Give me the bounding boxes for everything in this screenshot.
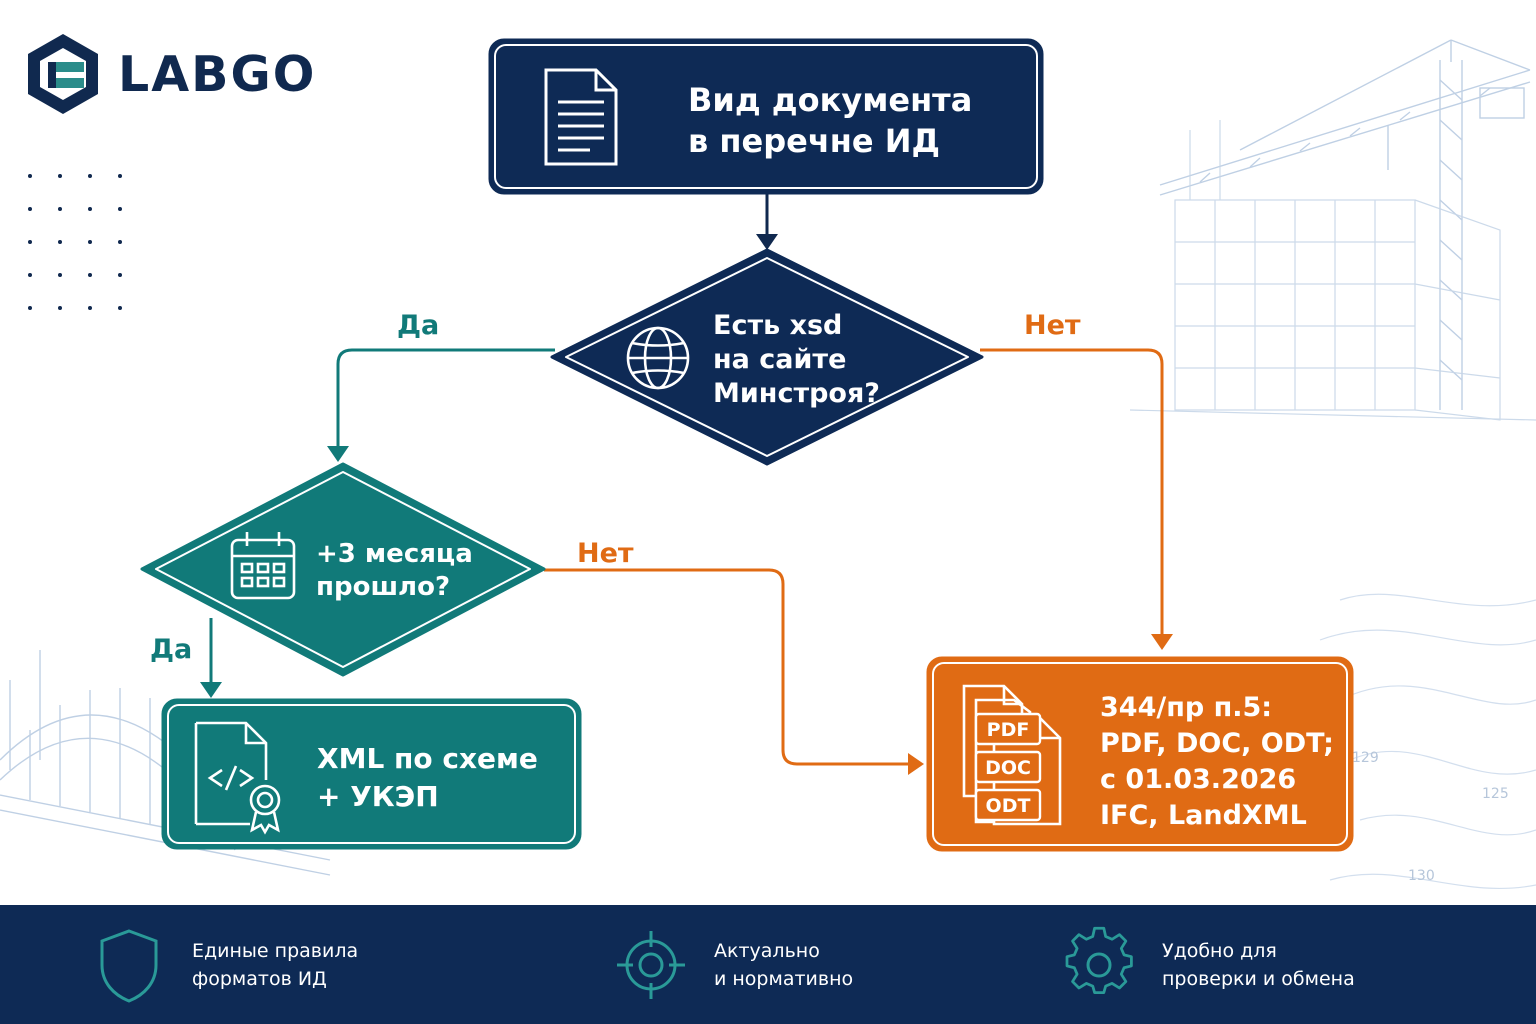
feature-convenient-exchange: Удобно для проверки и обмена xyxy=(1064,905,1402,1024)
construction-crane-sketch xyxy=(1159,39,1531,410)
file-tag-doc: DOC xyxy=(974,750,1042,784)
gear-icon xyxy=(1065,926,1133,994)
target-icon xyxy=(617,930,685,999)
xml-line2: + УКЭП xyxy=(317,780,439,813)
start-line2: в перечне ИД xyxy=(688,122,940,160)
feature-3-line2: проверки и обмена xyxy=(1162,967,1355,990)
feature-convenient-exchange-label: Удобно для проверки и обмена xyxy=(1162,937,1402,993)
edge-label-xsd-no: Нет xyxy=(1024,310,1081,341)
edge-label-months-yes: Да xyxy=(150,634,192,665)
file-tag-odt: ODT xyxy=(974,788,1042,822)
bg-number-2: 125 xyxy=(1482,786,1509,802)
formats-line4: IFC, LandXML xyxy=(1100,800,1307,831)
globe-icon xyxy=(626,326,690,390)
bg-number-1: 129 xyxy=(1352,750,1379,766)
months-line1: +3 месяца xyxy=(316,539,473,569)
feature-3-line1: Удобно для xyxy=(1162,939,1277,962)
edge-xsd-no xyxy=(980,348,1173,650)
building-scaffold-sketch xyxy=(1129,120,1536,421)
feature-1-line2: форматов ИД xyxy=(192,967,327,990)
formats-line2: PDF, DOC, ODT; xyxy=(1100,728,1334,759)
xsd-line3: Минстроя? xyxy=(713,378,880,409)
start-line1: Вид документа xyxy=(688,81,972,119)
edge-xsd-yes xyxy=(327,348,555,462)
node-decision-months: +3 месяца прошло? xyxy=(140,462,546,677)
node-result-xml: XML по схеме + УКЭП xyxy=(161,698,582,850)
node-decision-xsd: Есть xsd на сайте Минстроя? xyxy=(550,248,984,466)
file-tag-doc-label: DOC xyxy=(985,757,1031,779)
footer-bar: Единые правила форматов ИД Актуально и н… xyxy=(0,905,1536,1024)
calendar-icon xyxy=(230,532,296,600)
brand-logo: LABGO xyxy=(26,32,316,116)
edge-start-to-xsd xyxy=(756,194,778,250)
bg-number-3: 130 xyxy=(1408,868,1435,884)
feature-unified-rules-label: Единые правила форматов ИД xyxy=(192,937,432,993)
topographic-contours xyxy=(1319,593,1536,889)
node-start-document-type: Вид документа в перечне ИД xyxy=(488,38,1044,195)
document-icon xyxy=(544,68,618,166)
shield-icon xyxy=(100,928,158,1003)
feature-2-line1: Актуально xyxy=(714,939,820,962)
feature-1-line1: Единые правила xyxy=(192,939,359,962)
file-tag-pdf-label: PDF xyxy=(987,719,1030,741)
formats-line1: 344/пр п.5: xyxy=(1100,692,1272,723)
feature-actual-normative: Актуально и нормативно xyxy=(616,905,954,1024)
edge-months-no xyxy=(544,568,924,775)
feature-2-line2: и нормативно xyxy=(714,967,854,990)
labgo-logo-icon xyxy=(28,34,98,114)
feature-actual-normative-label: Актуально и нормативно xyxy=(714,937,954,993)
edge-months-yes xyxy=(200,618,222,698)
dot-grid-decoration xyxy=(28,174,122,310)
node-result-formats: PDF DOC ODT 344/пр п.5: PDF, DOC, ODT; с… xyxy=(926,656,1354,852)
file-tag-pdf: PDF xyxy=(974,712,1042,746)
edge-label-months-no: Нет xyxy=(577,538,634,569)
code-file-certificate-icon xyxy=(194,721,281,835)
xml-line1: XML по схеме xyxy=(317,742,538,775)
months-line2: прошло? xyxy=(316,572,450,602)
formats-line3: с 01.03.2026 xyxy=(1100,764,1296,795)
edge-label-xsd-yes: Да xyxy=(397,310,439,341)
flowchart: Да Нет Нет Да Вид документа в перечне ИД xyxy=(140,38,1354,852)
xsd-line2: на сайте xyxy=(713,344,846,375)
feature-unified-rules: Единые правила форматов ИД xyxy=(94,905,432,1024)
xsd-line1: Есть xsd xyxy=(713,310,842,341)
file-tag-odt-label: ODT xyxy=(986,795,1031,817)
brand-name: LABGO xyxy=(118,45,317,103)
